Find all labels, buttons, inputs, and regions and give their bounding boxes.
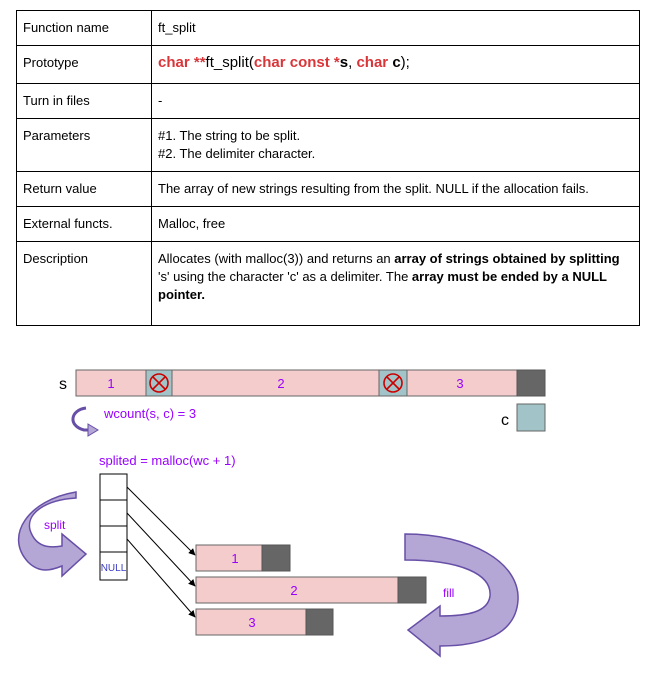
prototype-name: ft_split( [205,54,254,71]
prototype-comma: , [348,54,357,71]
word-label-1: 1 [231,551,238,566]
malloc-text: splited = malloc(wc + 1) [99,453,236,468]
wcount-text: wcount(s, c) = 3 [103,406,196,421]
pointer-arrow-2 [126,512,196,587]
prototype-param2-name: c [392,54,401,71]
fill-label: fill [443,586,454,600]
segment-label-2: 2 [277,376,284,391]
array-cell-null [99,551,128,581]
spec-row-prototype: Prototype char **ft_split(char const *s,… [16,45,640,84]
word-label-3: 3 [248,615,255,630]
spec-value: ft_split [151,10,640,46]
word-3-terminator [305,608,334,636]
string-segment-3 [406,369,518,397]
word-2-terminator [397,576,427,604]
string-segment-2 [171,369,380,397]
spec-row-turn-in-files: Turn in files - [16,83,640,119]
pointer-arrow-3 [126,538,196,618]
spec-key: Return value [16,171,152,207]
null-label: NULL [101,563,127,574]
spec-value: The array of new strings resulting from … [151,171,640,207]
word-1-fill [195,544,263,572]
pointer-arrow-1 [126,486,196,556]
prototype-param2-type: char [356,54,393,71]
fill-arrow-icon [404,533,519,658]
spec-key: Turn in files [16,83,152,119]
spec-row-external-functs: External functs. Malloc, free [16,206,640,242]
word-3-fill [195,608,307,636]
array-cell-1 [99,473,128,501]
description-value: Allocates (with malloc(3)) and returns a… [151,241,640,326]
spec-key: Description [16,241,152,326]
spec-row-description: Description Allocates (with malloc(3)) a… [16,241,640,326]
param-line-1: #1. The string to be split. [158,128,301,143]
spec-key: Function name [16,10,152,46]
delimiter-cross-icon [149,373,169,393]
spec-key: Parameters [16,118,152,172]
string-s-label: s [59,376,67,393]
split-arrow-icon [17,491,88,578]
segment-label-3: 3 [456,376,463,391]
string-terminator [516,369,546,397]
array-cell-2 [99,499,128,527]
split-label: split [44,518,66,532]
param-line-2: #2. The delimiter character. [158,146,316,161]
spec-row-return-value: Return value The array of new strings re… [16,171,640,207]
desc-part: Allocates (with malloc(3)) and returns a… [158,251,395,266]
desc-bold: array must be ended by a NULL pointer. [158,269,607,302]
spec-row-parameters: Parameters #1. The string to be split. #2… [16,118,640,172]
prototype-close: ); [400,54,410,71]
delimiter-c-cell [516,403,546,432]
spec-value: Malloc, free [151,206,640,242]
array-cell-3 [99,525,128,553]
word-1-terminator [261,544,291,572]
prototype-return-type: char ** [158,54,206,71]
spec-row-function-name: Function name ft_split [16,10,640,46]
prototype-param1-name: s [339,54,349,71]
spec-key: External functs. [16,206,152,242]
spec-value: - [151,83,640,119]
desc-part: 's' using the character 'c' as a delimit… [158,269,412,284]
delimiter-c-label: c [501,412,509,429]
delimiter-cross-icon [383,373,403,393]
word-label-2: 2 [290,583,297,598]
prototype-value: char **ft_split(char const *s, char c); [151,45,640,84]
segment-label-1: 1 [107,376,114,391]
string-segment-1 [75,369,147,397]
desc-bold: array of strings obtained by splitting [394,251,620,266]
spec-value: #1. The string to be split. #2. The delim… [151,118,640,172]
prototype-param1-type: char const * [253,54,340,71]
curl-arrow-icon [71,406,99,437]
function-spec-table: Function name ft_split Prototype char **… [16,10,640,326]
